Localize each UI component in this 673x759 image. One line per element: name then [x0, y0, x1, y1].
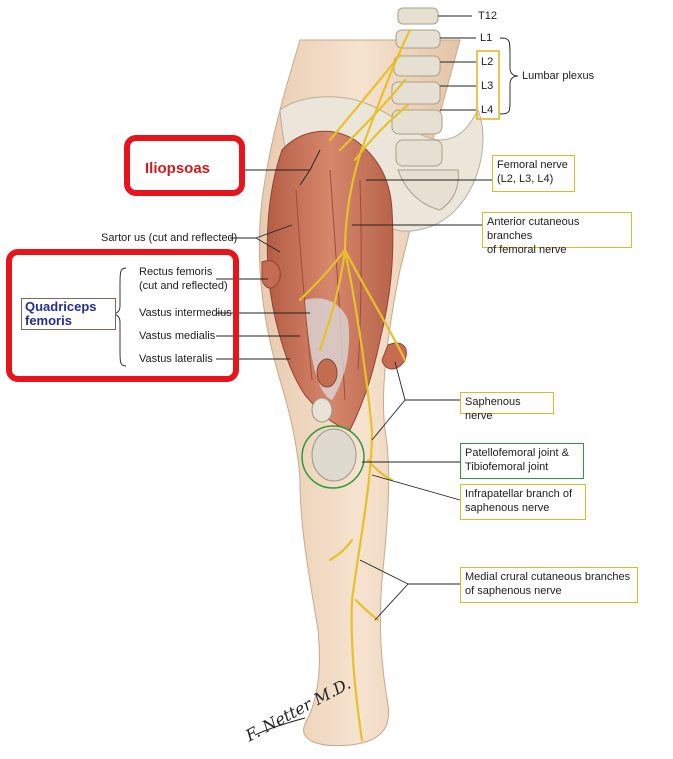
quadriceps-label-line1: Quadriceps	[25, 299, 97, 314]
joint-box: Patellofemoral joint & Tibiofemoral join…	[460, 443, 584, 479]
leader-lines	[216, 15, 492, 621]
quadriceps-label-line2: femoris	[25, 313, 72, 328]
iliopsoas-label: Iliopsoas	[145, 160, 211, 177]
vastus-medialis-label: Vastus medialis	[139, 330, 216, 342]
level-l1: L1	[480, 32, 493, 44]
infrapatellar-line1: Infrapatellar branch of	[465, 488, 573, 500]
joint-highlight-circle	[301, 425, 365, 489]
lumbar-plexus-label: Lumbar plexus	[522, 70, 595, 82]
level-l3: L3	[481, 80, 494, 92]
iliopsoas-highlight-box	[124, 135, 245, 196]
nerve-branches	[298, 28, 412, 742]
patella	[311, 428, 357, 482]
femoral-nerve-box: Femoral nerve (L2, L3, L4)	[492, 155, 575, 192]
medial-crural-line2: of saphenous nerve	[465, 585, 562, 597]
vastus-intermedius-label: Vastus intermedius	[139, 307, 232, 319]
medial-crural-box: Medial crural cutaneous branches of saph…	[460, 567, 638, 603]
anterior-cutaneous-line2: of femoral nerve	[487, 244, 567, 256]
anterior-cutaneous-box: Anterior cutaneous branches of femoral n…	[482, 212, 632, 256]
quadriceps-label-box: Quadriceps femoris	[21, 298, 116, 330]
level-l4: L4	[481, 104, 494, 116]
vastus-lateralis-label: Vastus lateralis	[139, 353, 213, 365]
infrapatellar-line2: saphenous nerve	[465, 502, 550, 514]
joint-line2: Tibiofemoral joint	[465, 461, 549, 473]
rectus-femoris-note: (cut and reflected)	[139, 280, 228, 292]
rectus-femoris-label: Rectus femoris	[139, 266, 213, 278]
femoral-nerve-title: Femoral nerve	[497, 159, 568, 171]
level-l2: L2	[481, 56, 494, 68]
joint-line1: Patellofemoral joint &	[465, 447, 569, 459]
femoral-nerve-levels: (L2, L3, L4)	[497, 173, 554, 185]
anterior-cutaneous-line1: Anterior cutaneous branches	[487, 216, 580, 242]
lumbar-plexus-bracket	[499, 37, 519, 115]
infrapatellar-box: Infrapatellar branch of saphenous nerve	[460, 484, 586, 520]
level-t12: T12	[478, 10, 497, 22]
sartorius-label: Sartor us (cut and reflected)	[101, 232, 238, 244]
saphenous-nerve-box: Saphenous nerve	[460, 392, 554, 422]
saphenous-nerve-label: Saphenous nerve	[465, 396, 521, 422]
l2-l4-highlight	[476, 50, 500, 120]
medial-crural-line1: Medial crural cutaneous branches	[465, 571, 631, 583]
quadriceps-highlight-box	[6, 249, 239, 382]
